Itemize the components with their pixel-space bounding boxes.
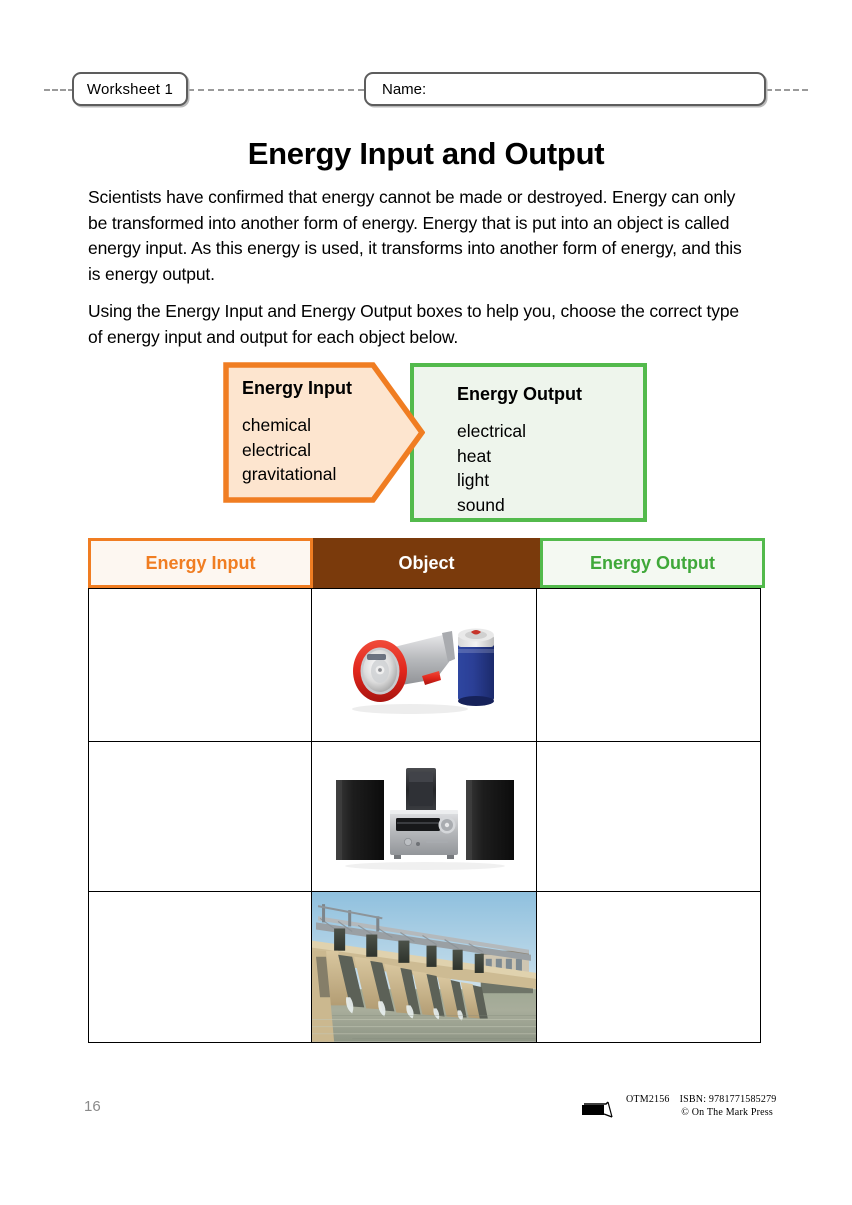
page-title: Energy Input and Output: [247, 136, 605, 171]
energy-output-callout-list: electrical heat light sound: [457, 419, 526, 517]
energy-output-item: heat: [457, 445, 492, 466]
energy-input-callout-list: chemical electrical gravitational: [242, 413, 336, 487]
energy-output-callout-title: Energy Output: [457, 384, 582, 404]
energy-table: Energy Input Object Energy Output: [88, 538, 765, 1043]
energy-output-item: sound: [457, 494, 505, 515]
energy-input-answer-cell[interactable]: [88, 891, 313, 1043]
header-dash-left: [44, 89, 74, 91]
object-cell-flashlight: [311, 588, 539, 743]
dam-image: [312, 892, 538, 1042]
flashlight-with-battery-icon: [351, 628, 494, 714]
table-header-row: Energy Input Object Energy Output: [88, 538, 765, 588]
footer-imprint: OTM2156 ISBN: 9781771585279 © On The Mark…: [578, 1092, 776, 1128]
energy-input-item: gravitational: [242, 464, 337, 484]
instruction-paragraph: Using the Energy Input and Energy Output…: [88, 301, 740, 347]
header-dash-middle: [188, 89, 364, 91]
flashlight-image: [312, 589, 537, 742]
energy-input-callout: Energy Input chemical electrical gravita…: [223, 362, 425, 503]
worksheet-tag: Worksheet 1: [72, 72, 188, 106]
energy-output-item: light: [457, 470, 490, 490]
intro-paragraph: Scientists have confirmed that energy ca…: [88, 187, 742, 284]
footer-product-code: OTM2156: [626, 1094, 670, 1105]
table-header-energy-output: Energy Output: [540, 538, 765, 588]
callout-boxes: Energy Output electrical heat light soun…: [0, 355, 852, 530]
object-cell-stereo: [311, 741, 539, 893]
table-header-object: Object: [313, 538, 540, 588]
worksheet-header-strip: Worksheet 1 Name:: [0, 70, 852, 110]
energy-output-callout: Energy Output electrical heat light soun…: [410, 363, 647, 522]
energy-input-callout-title: Energy Input: [242, 378, 353, 398]
table-row: [88, 891, 765, 1043]
name-field[interactable]: Name:: [364, 72, 766, 106]
stereo-system-icon: [335, 767, 514, 870]
worksheet-tag-label: Worksheet 1: [86, 80, 174, 98]
press-logo-icon: [582, 1101, 613, 1118]
energy-input-answer-cell[interactable]: [88, 588, 313, 743]
energy-output-answer-cell[interactable]: [536, 741, 762, 893]
energy-input-item: chemical: [242, 415, 312, 435]
table-header-energy-output-label: Energy Output: [590, 552, 715, 573]
energy-input-answer-cell[interactable]: [88, 741, 313, 893]
stereo-image: [312, 742, 537, 892]
energy-input-item: electrical: [242, 439, 312, 460]
arrow-shape-icon: [223, 362, 425, 503]
table-header-object-label: Object: [398, 552, 455, 573]
energy-output-answer-cell[interactable]: [536, 588, 762, 743]
hydroelectric-dam-icon: [312, 892, 538, 1042]
page-number: 16: [84, 1098, 101, 1115]
table-row: [88, 588, 765, 743]
table-header-energy-input: Energy Input: [88, 538, 313, 588]
name-field-label: Name:: [382, 80, 427, 98]
header-dash-right: [766, 89, 808, 91]
footer-isbn: ISBN: 9781771585279: [679, 1094, 777, 1105]
object-cell-dam: [311, 891, 539, 1043]
energy-output-item: electrical: [457, 421, 527, 441]
table-header-energy-input-label: Energy Input: [145, 552, 256, 573]
footer-copyright: © On The Mark Press: [681, 1107, 773, 1118]
energy-output-answer-cell[interactable]: [536, 891, 762, 1043]
table-row: [88, 741, 765, 893]
footer-codes: OTM2156 ISBN: 9781771585279: [626, 1094, 777, 1105]
